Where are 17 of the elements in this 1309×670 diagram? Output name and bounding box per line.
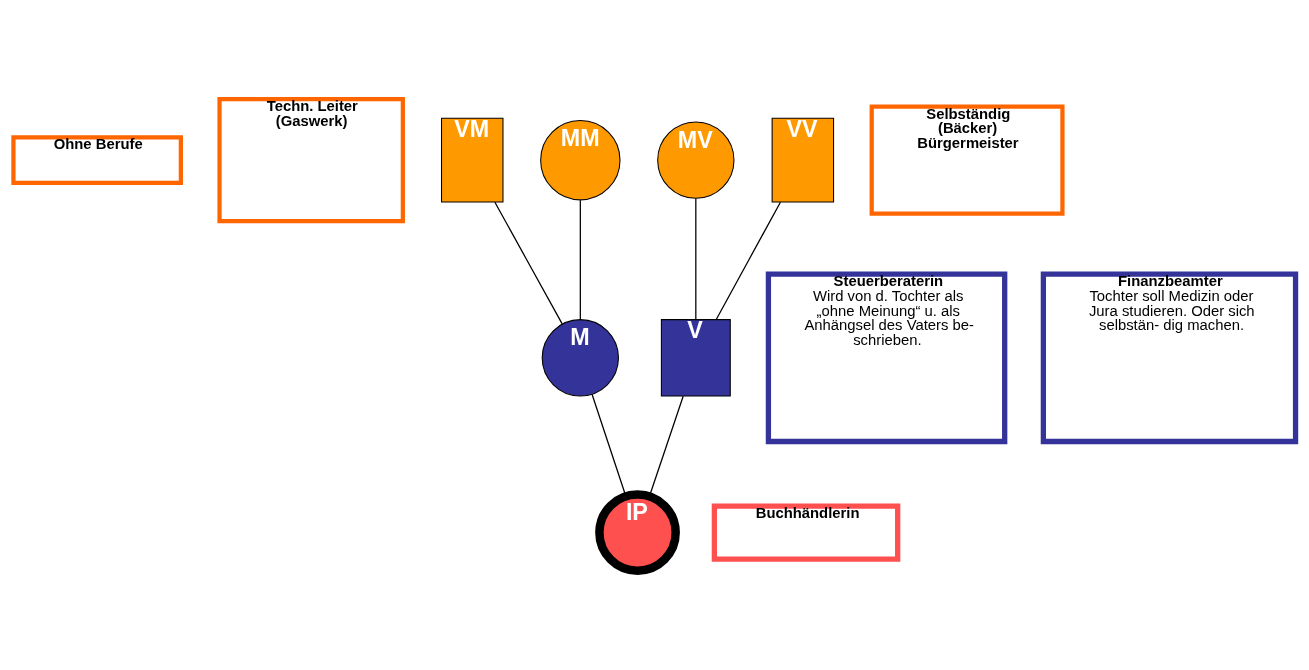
node-circle: MV xyxy=(657,121,735,199)
node-box: VV xyxy=(771,117,835,203)
node-box: VM xyxy=(441,117,504,203)
node-box: Steuerberaterin Wird von d. Tochter als „ohne Meinung“ u. als Anhängsel des Vaters be- schrieben. xyxy=(765,271,1008,445)
node-circle: M xyxy=(541,319,619,397)
node-box: Selbständig (Bäcker) Bürgermeister xyxy=(869,104,1065,216)
node-circle: IP xyxy=(595,490,680,575)
connector xyxy=(715,201,782,321)
connector xyxy=(494,201,563,325)
node-box: Ohne Berufe xyxy=(11,135,183,186)
node-box: Buchhändlerin xyxy=(711,503,901,562)
node-box: Techn. Leiter (Gaswerk) xyxy=(217,97,405,224)
node-box: Finanzbeamter Tochter soll Medizin oder Jura studieren. Oder sich selbstän- dig machen. xyxy=(1040,271,1299,445)
node-circle: MM xyxy=(540,119,621,201)
node-box: V xyxy=(660,319,731,397)
connector xyxy=(695,197,697,321)
connector xyxy=(579,199,581,320)
